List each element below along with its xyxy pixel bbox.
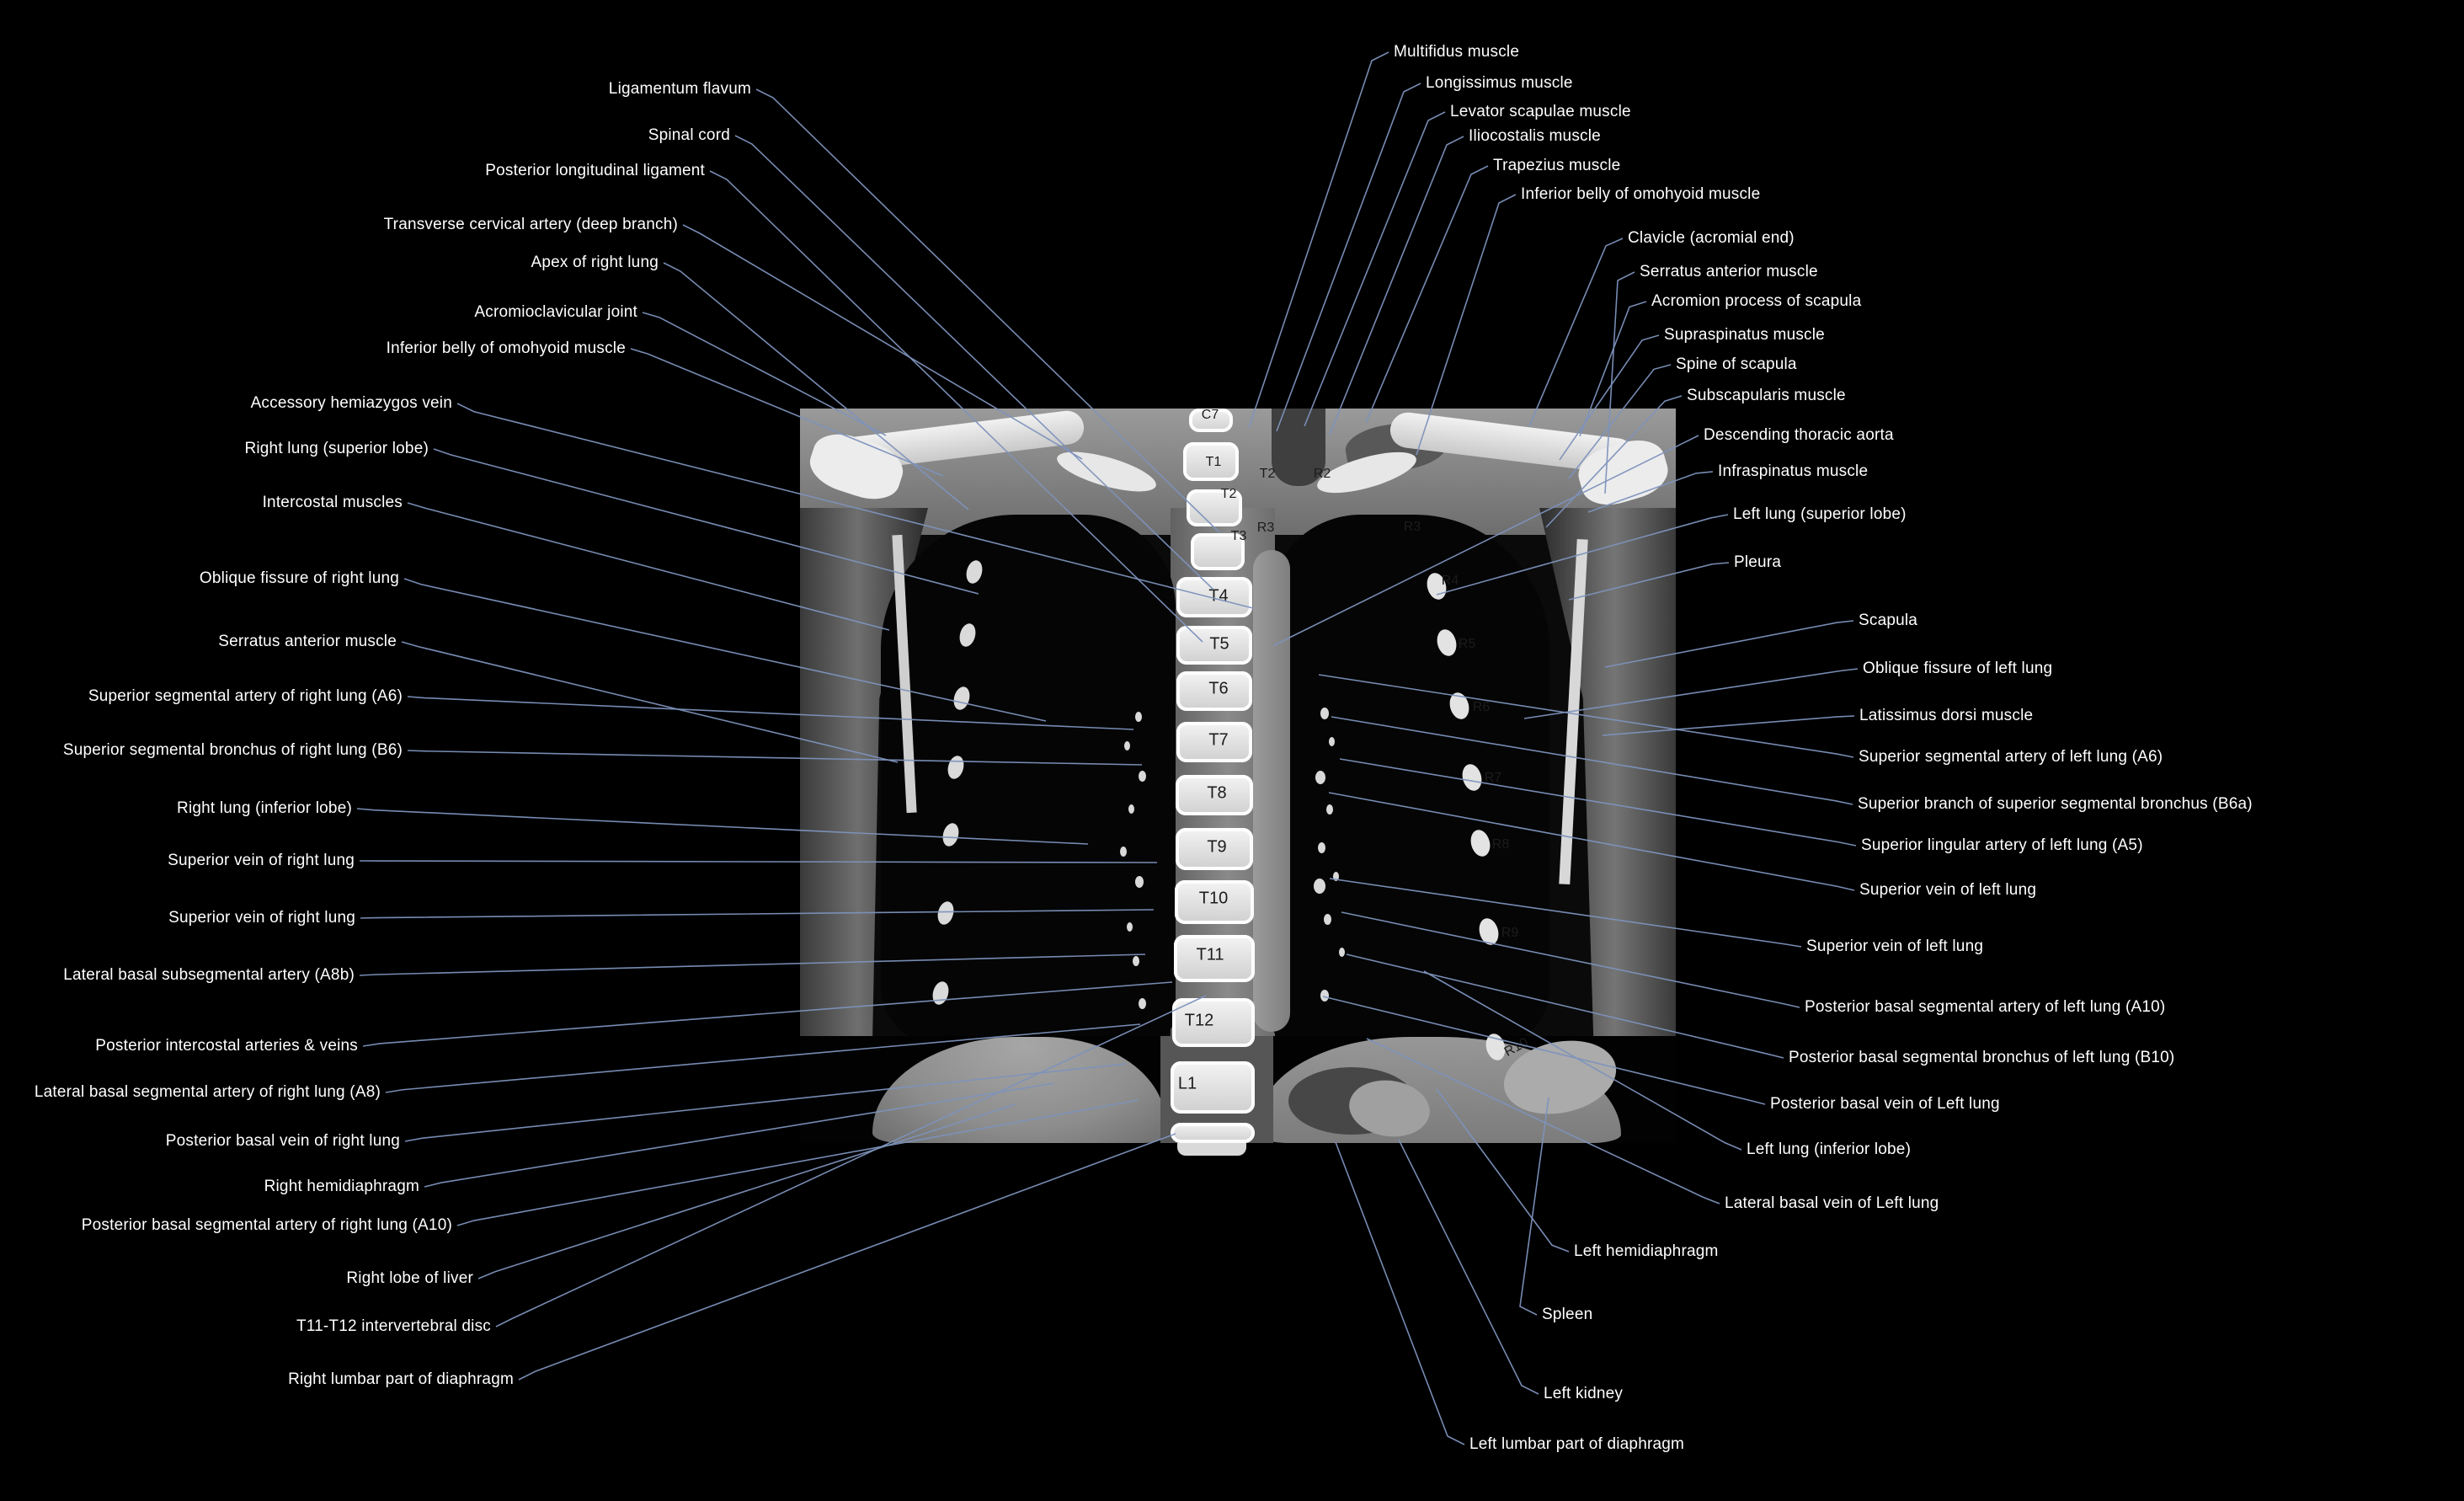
vertebra-shape bbox=[1176, 775, 1253, 815]
anatomy-label: Posterior basal segmental artery of righ… bbox=[81, 1216, 452, 1234]
vessel-dot bbox=[1128, 804, 1134, 814]
anatomy-label: Trapezius muscle bbox=[1493, 157, 1621, 174]
vertebra-label: T11 bbox=[1196, 945, 1224, 964]
vessel-dot bbox=[1320, 990, 1329, 1002]
anatomy-label: Superior segmental bronchus of right lun… bbox=[62, 741, 403, 759]
anatomy-label: Right lobe of liver bbox=[346, 1269, 473, 1287]
anatomy-label: Ligamentum flavum bbox=[608, 80, 751, 98]
anatomy-label: Oblique fissure of right lung bbox=[199, 569, 399, 587]
anatomy-label: Right lung (superior lobe) bbox=[244, 440, 429, 457]
vertebra-label: T9 bbox=[1207, 837, 1227, 857]
anatomy-label: Superior branch of superior segmental br… bbox=[1858, 795, 2253, 813]
anatomy-label: Longissimus muscle bbox=[1426, 74, 1573, 92]
anatomy-label: Right lumbar part of diaphragm bbox=[288, 1370, 514, 1388]
anatomy-label: Infraspinatus muscle bbox=[1718, 462, 1869, 480]
anatomy-label: Left lumbar part of diaphragm bbox=[1469, 1435, 1685, 1453]
anatomy-label: Superior segmental artery of right lung … bbox=[88, 687, 403, 705]
vessel-dot bbox=[1139, 771, 1146, 782]
anatomy-label: Serratus anterior muscle bbox=[218, 633, 397, 650]
anatomy-label: Multifidus muscle bbox=[1394, 43, 1520, 61]
vertebra-shape bbox=[1176, 722, 1252, 762]
anatomy-label: Spleen bbox=[1542, 1306, 1593, 1323]
vertebra-shape bbox=[1176, 828, 1253, 870]
anatomy-label: T11-T12 intervertebral disc bbox=[296, 1317, 491, 1335]
anatomy-label: Pleura bbox=[1734, 553, 1782, 571]
anatomy-label: Subscapularis muscle bbox=[1687, 387, 1846, 404]
anatomy-label: Apex of right lung bbox=[531, 254, 659, 271]
anatomy-label: Intercostal muscles bbox=[262, 494, 403, 511]
anatomy-label: Supraspinatus muscle bbox=[1664, 326, 1825, 344]
rib-label: R3 bbox=[1256, 521, 1275, 535]
anatomy-label: Lateral basal segmental artery of right … bbox=[34, 1083, 381, 1101]
anatomy-label: Posterior intercostal arteries & veins bbox=[95, 1037, 358, 1055]
vessel-dot bbox=[1324, 914, 1331, 925]
anatomy-label: Acromion process of scapula bbox=[1651, 292, 1862, 310]
anatomy-label: Posterior basal segmental bronchus of le… bbox=[1789, 1049, 2175, 1066]
anatomy-label: Superior segmental artery of left lung (… bbox=[1859, 748, 2163, 766]
vessel-dot bbox=[1135, 712, 1142, 722]
vessel-dot bbox=[1315, 771, 1325, 784]
anatomy-label: Posterior basal vein of right lung bbox=[165, 1132, 400, 1150]
anatomy-label: Spinal cord bbox=[648, 126, 730, 144]
vertebra-shape bbox=[1174, 935, 1255, 982]
anatomy-label: Left lung (superior lobe) bbox=[1733, 505, 1907, 523]
anatomy-label: Latissimus dorsi muscle bbox=[1859, 707, 2034, 724]
anatomy-label: Spine of scapula bbox=[1676, 355, 1797, 373]
anatomy-label: Superior lingular artery of left lung (A… bbox=[1861, 836, 2143, 854]
anatomy-label: Serratus anterior muscle bbox=[1640, 263, 1818, 280]
anatomy-label: Right hemidiaphragm bbox=[264, 1178, 419, 1195]
anatomy-label: Superior vein of right lung bbox=[168, 852, 355, 869]
vertebra-label: T8 bbox=[1207, 783, 1227, 803]
vessel-dot bbox=[1127, 922, 1133, 932]
vertebra-shape bbox=[1175, 880, 1254, 924]
vertebra-label: T7 bbox=[1208, 730, 1229, 750]
anatomy-label: Left hemidiaphragm bbox=[1574, 1242, 1719, 1260]
vessel-dot bbox=[1135, 876, 1144, 888]
anatomy-label: Levator scapulae muscle bbox=[1450, 103, 1631, 120]
anatomy-label: Clavicle (acromial end) bbox=[1628, 229, 1795, 247]
anatomy-label: Left lung (inferior lobe) bbox=[1747, 1140, 1912, 1158]
anatomy-label: Superior vein of left lung bbox=[1806, 937, 1984, 955]
vessel-dot bbox=[1318, 842, 1325, 853]
vertebra-label: T5 bbox=[1209, 634, 1229, 654]
vessel-dot bbox=[1120, 847, 1127, 857]
vertebra-label: T2 bbox=[1259, 467, 1276, 481]
vertebra-label: T10 bbox=[1198, 889, 1229, 908]
anatomy-label: Right lung (inferior lobe) bbox=[177, 799, 352, 817]
anatomy-label: Lateral basal vein of Left lung bbox=[1725, 1194, 1939, 1212]
anatomy-label: Superior vein of right lung bbox=[168, 909, 355, 927]
vessel-dot bbox=[1314, 879, 1325, 894]
anatomy-label: Left kidney bbox=[1544, 1385, 1624, 1402]
anatomy-label: Posterior basal vein of Left lung bbox=[1770, 1095, 2000, 1113]
anatomy-label: Acromioclavicular joint bbox=[474, 303, 637, 321]
vessel-dot bbox=[1124, 741, 1130, 750]
anatomy-label: Accessory hemiazygos vein bbox=[250, 394, 452, 412]
vertebra-shape bbox=[1176, 671, 1252, 711]
anatomy-label: Posterior basal segmental artery of left… bbox=[1805, 998, 2166, 1016]
anatomy-label: Inferior belly of omohyoid muscle bbox=[1521, 185, 1761, 203]
anatomy-label: Transverse cervical artery (deep branch) bbox=[383, 216, 678, 233]
anatomy-label: Iliocostalis muscle bbox=[1469, 127, 1601, 145]
anatomy-label: Oblique fissure of left lung bbox=[1863, 660, 2053, 677]
anatomy-label: Posterior longitudinal ligament bbox=[485, 162, 705, 179]
anatomy-label: Inferior belly of omohyoid muscle bbox=[386, 339, 626, 357]
anatomy-label: Scapula bbox=[1859, 612, 1918, 629]
anatomy-label: Superior vein of left lung bbox=[1859, 881, 2037, 899]
anatomy-label: Lateral basal subsegmental artery (A8b) bbox=[63, 966, 355, 984]
anatomy-label: Descending thoracic aorta bbox=[1704, 426, 1894, 444]
vertebra-label: T6 bbox=[1208, 679, 1229, 698]
